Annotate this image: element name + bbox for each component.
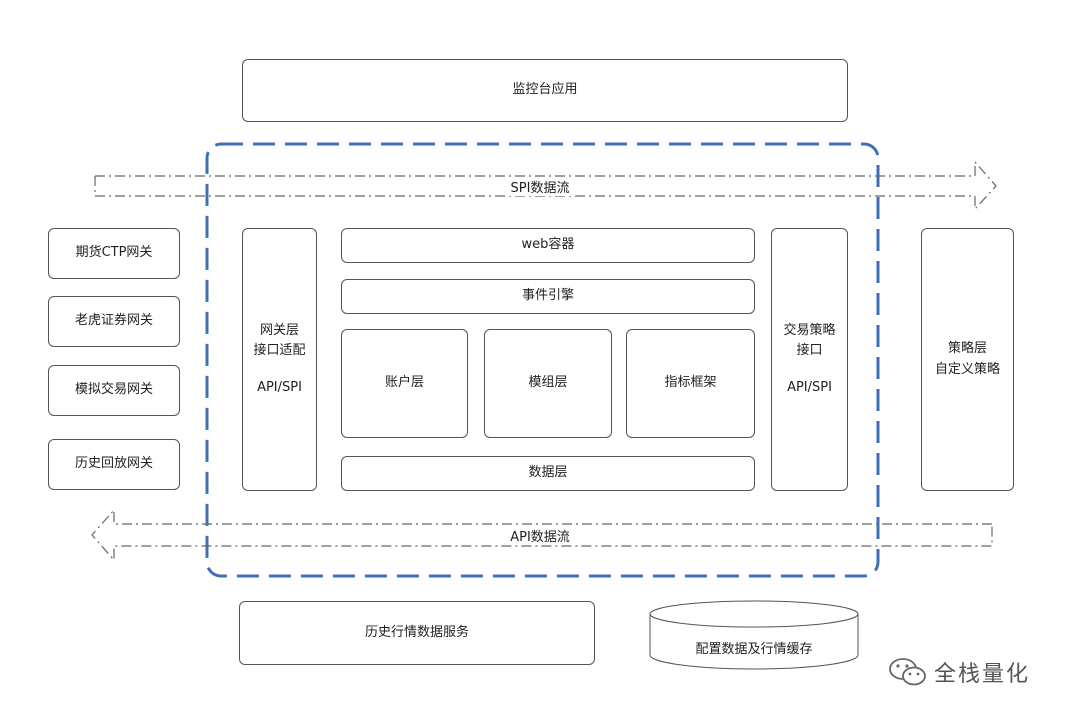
indicator-framework-label: 指标框架 xyxy=(664,375,717,391)
gateway-layer-line1: 网关层 xyxy=(259,323,299,339)
api-flow-arrow xyxy=(91,508,993,562)
strategy-layer-box: 策略层 自定义策略 xyxy=(921,228,1014,491)
history-service-label: 历史行情数据服务 xyxy=(364,624,469,640)
monitor-app-box: 监控台应用 xyxy=(242,59,848,122)
watermark-text: 全栈量化 xyxy=(934,662,1031,687)
gateway-layer-line3: API/SPI xyxy=(257,379,302,395)
cache-database-icon xyxy=(649,600,859,670)
indicator-framework-box: 指标框架 xyxy=(626,329,755,438)
strategy-layer-line2: 自定义策略 xyxy=(934,361,1000,377)
history-service-box: 历史行情数据服务 xyxy=(239,601,595,665)
trade-strategy-line3: API/SPI xyxy=(787,379,832,395)
trade-strategy-line2: 接口 xyxy=(796,343,823,359)
gateway-sim: 模拟交易网关 xyxy=(48,365,180,416)
system-boundary xyxy=(205,142,880,578)
gateway-tiger: 老虎证券网关 xyxy=(48,296,180,347)
gateway-replay: 历史回放网关 xyxy=(48,439,180,490)
gateway-tiger-label: 老虎证券网关 xyxy=(74,313,153,329)
account-layer-label: 账户层 xyxy=(384,375,424,391)
monitor-app-label: 监控台应用 xyxy=(512,82,578,98)
trade-strategy-line1: 交易策略 xyxy=(783,323,836,339)
account-layer-box: 账户层 xyxy=(341,329,468,438)
gateway-ctp-label: 期货CTP网关 xyxy=(75,245,153,261)
data-layer-label: 数据层 xyxy=(528,465,568,481)
event-engine-box: 事件引擎 xyxy=(341,279,755,314)
gateway-layer-line2: 接口适配 xyxy=(253,343,306,359)
event-engine-label: 事件引擎 xyxy=(521,288,574,304)
strategy-layer-line1: 策略层 xyxy=(947,341,987,357)
module-layer-box: 模组层 xyxy=(484,329,612,438)
spi-flow-label: SPI数据流 xyxy=(507,177,573,196)
gateway-layer-box: 网关层 接口适配 API/SPI xyxy=(242,228,317,491)
web-container-box: web容器 xyxy=(341,228,755,263)
watermark: 全栈量化 xyxy=(888,656,1030,688)
trade-strategy-box: 交易策略 接口 API/SPI xyxy=(771,228,848,491)
gateway-replay-label: 历史回放网关 xyxy=(74,456,153,472)
web-container-label: web容器 xyxy=(521,237,575,253)
module-layer-label: 模组层 xyxy=(528,375,568,391)
cache-database-label: 配置数据及行情缓存 xyxy=(695,642,813,657)
wechat-icon xyxy=(889,658,926,686)
api-flow-label: API数据流 xyxy=(507,526,573,545)
gateway-sim-label: 模拟交易网关 xyxy=(74,382,153,398)
data-layer-box: 数据层 xyxy=(341,456,755,491)
spi-flow-arrow xyxy=(94,160,997,211)
gateway-ctp: 期货CTP网关 xyxy=(48,228,180,279)
